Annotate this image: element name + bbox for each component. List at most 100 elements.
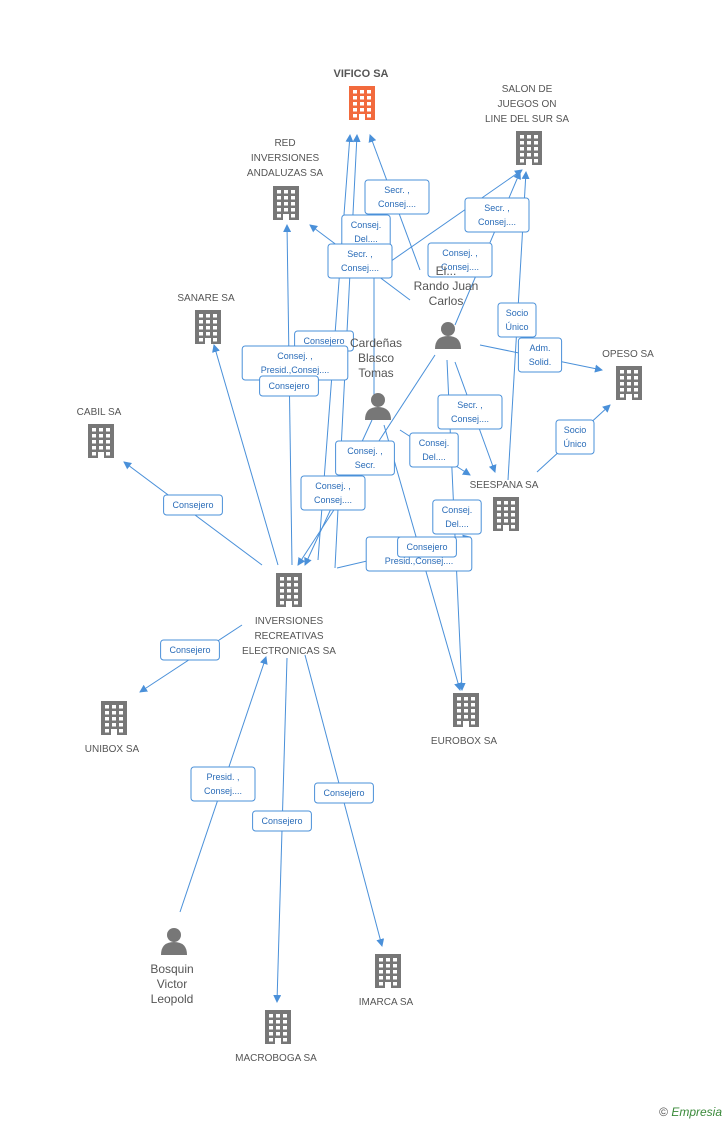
edge-label-text: Adm. — [529, 343, 550, 353]
node-label-imarca: IMARCA SA — [359, 997, 414, 1008]
edge-label-text: Consej. , — [442, 248, 478, 258]
edge-label-cardenas-salon[interactable]: Consej. ,Consej.... — [427, 242, 493, 278]
building-icon — [273, 186, 299, 220]
building-icon — [349, 86, 375, 120]
node-label-rando: Rando Juan — [414, 279, 479, 293]
edge-label-text: Consej. , — [315, 481, 351, 491]
edge-label-box — [517, 337, 563, 373]
edge-label-ire-unibox[interactable]: Consejero — [160, 639, 220, 661]
node-macroboga[interactable]: MACROBOGA SA — [235, 1010, 317, 1064]
edge-label-box — [364, 179, 430, 215]
building-icon — [265, 1010, 291, 1044]
edge-label-text: Consejero — [268, 381, 309, 391]
node-opeso[interactable]: OPESO SA — [602, 349, 654, 400]
edge-label-cardenas-ire[interactable]: Consej. , Consej.... — [300, 475, 366, 511]
node-label-seespana: SEESPANA SA — [470, 480, 539, 491]
node-label-ire: INVERSIONES — [255, 616, 324, 627]
node-label-salon: SALON DE — [502, 84, 553, 95]
edge-label-rando-vifico[interactable]: Secr. , Consej.... — [364, 179, 430, 215]
edge-label-text: Secr. , — [347, 249, 373, 259]
edge-ire-sanare — [212, 344, 279, 566]
person-icon — [161, 928, 187, 955]
node-cabil[interactable]: CABIL SA — [77, 407, 122, 458]
edge-label-box — [427, 242, 493, 278]
node-label-bosquin: Victor — [157, 977, 187, 991]
edge-label-cardenas-seespana[interactable]: Consej. Del.... — [409, 432, 459, 468]
edge-label-rando-opeso[interactable]: Adm.Solid. — [517, 337, 563, 373]
edge-label-text: Consej.... — [378, 199, 416, 209]
node-seespana[interactable]: SEESPANA SA — [470, 480, 539, 531]
edge-label-box — [432, 499, 482, 535]
node-imarca[interactable]: IMARCA SA — [359, 954, 414, 1008]
edge-label-ire-sanare[interactable]: Consejero — [259, 375, 319, 397]
edge-label-text: Del.... — [354, 234, 378, 244]
edge-label-text: Consejero — [261, 816, 302, 826]
node-vifico[interactable]: VIFICO SA — [333, 68, 389, 120]
edge-label-box — [327, 243, 393, 279]
edge-label-text: Consej. — [351, 220, 382, 230]
edge-label-box — [163, 494, 223, 516]
edge-label-box — [555, 419, 595, 455]
brand-logo: Empresia — [671, 1105, 722, 1119]
edge-label-rando-eurobox[interactable]: Consej.Del.... — [432, 499, 482, 535]
edge-label-rando-seespana[interactable]: Secr. ,Consej.... — [437, 394, 503, 430]
building-icon — [101, 701, 127, 735]
building-icon — [616, 366, 642, 400]
edge-label-ire-vifico[interactable]: Consej. Del.... — [341, 214, 391, 250]
node-label-bosquin: Leopold — [151, 992, 194, 1006]
edge-label-text: Socio — [506, 308, 529, 318]
node-label-ire: RECREATIVAS — [254, 631, 323, 642]
node-label-bosquin: Bosquin — [150, 962, 193, 976]
edge-label-text: Consej. — [442, 505, 473, 515]
edge-label-text: Del.... — [422, 452, 446, 462]
edge-label-text: Único — [563, 439, 586, 449]
edge-label-ire-cabil[interactable]: Consejero — [163, 494, 223, 516]
building-icon — [453, 693, 479, 727]
edge-label-box — [409, 432, 459, 468]
edge-label-text: Consejero — [303, 336, 344, 346]
node-label-vifico: VIFICO SA — [333, 68, 388, 80]
edge-label-box — [335, 440, 395, 476]
node-label-red: ANDALUZAS SA — [247, 168, 323, 179]
edge-label-text: Consej.... — [204, 786, 242, 796]
building-icon — [88, 424, 114, 458]
edge-label-text: Consej. — [419, 438, 450, 448]
edge-label-text: Consejero — [323, 788, 364, 798]
edge-label-rando-salon[interactable]: Secr. ,Consej.... — [464, 197, 530, 233]
edge-label-text: Secr. , — [384, 185, 410, 195]
edge-label-ire-imarca[interactable]: Consejero — [314, 782, 374, 804]
edge-label-ire-macroboga[interactable]: Consejero — [252, 810, 312, 832]
edge-label-text: Secr. — [355, 460, 376, 470]
edge-label-text: Consej.... — [314, 495, 352, 505]
edge-label-rando-ire[interactable]: Consej. ,Secr. — [335, 440, 395, 476]
edge-label-text: Secr. , — [457, 400, 483, 410]
node-unibox[interactable]: UNIBOX SA — [85, 701, 140, 755]
node-sanare[interactable]: SANARE SA — [177, 293, 235, 344]
edge-label-box — [437, 394, 503, 430]
person-icon — [365, 393, 391, 420]
node-label-cardenas: Blasco — [358, 351, 394, 365]
edge-label-text: Único — [505, 322, 528, 332]
edge-label-rando-red[interactable]: Secr. , Consej.... — [327, 243, 393, 279]
edge-label-bosquin-ire[interactable]: Presid. ,Consej.... — [190, 766, 256, 802]
edge-label-text: Consej.... — [341, 263, 379, 273]
edge-label-cardenas-eurobox[interactable]: Consejero — [397, 536, 457, 558]
edge-label-ire-red[interactable]: Consej. ,Presid.,Consej.... — [241, 345, 349, 381]
copyright-icon: © — [659, 1105, 668, 1119]
node-label-red: RED — [274, 138, 295, 149]
node-eurobox[interactable]: EUROBOX SA — [431, 693, 497, 747]
building-icon — [195, 310, 221, 344]
watermark: © Empresia — [659, 1105, 722, 1119]
edge-label-text: Consejero — [172, 500, 213, 510]
